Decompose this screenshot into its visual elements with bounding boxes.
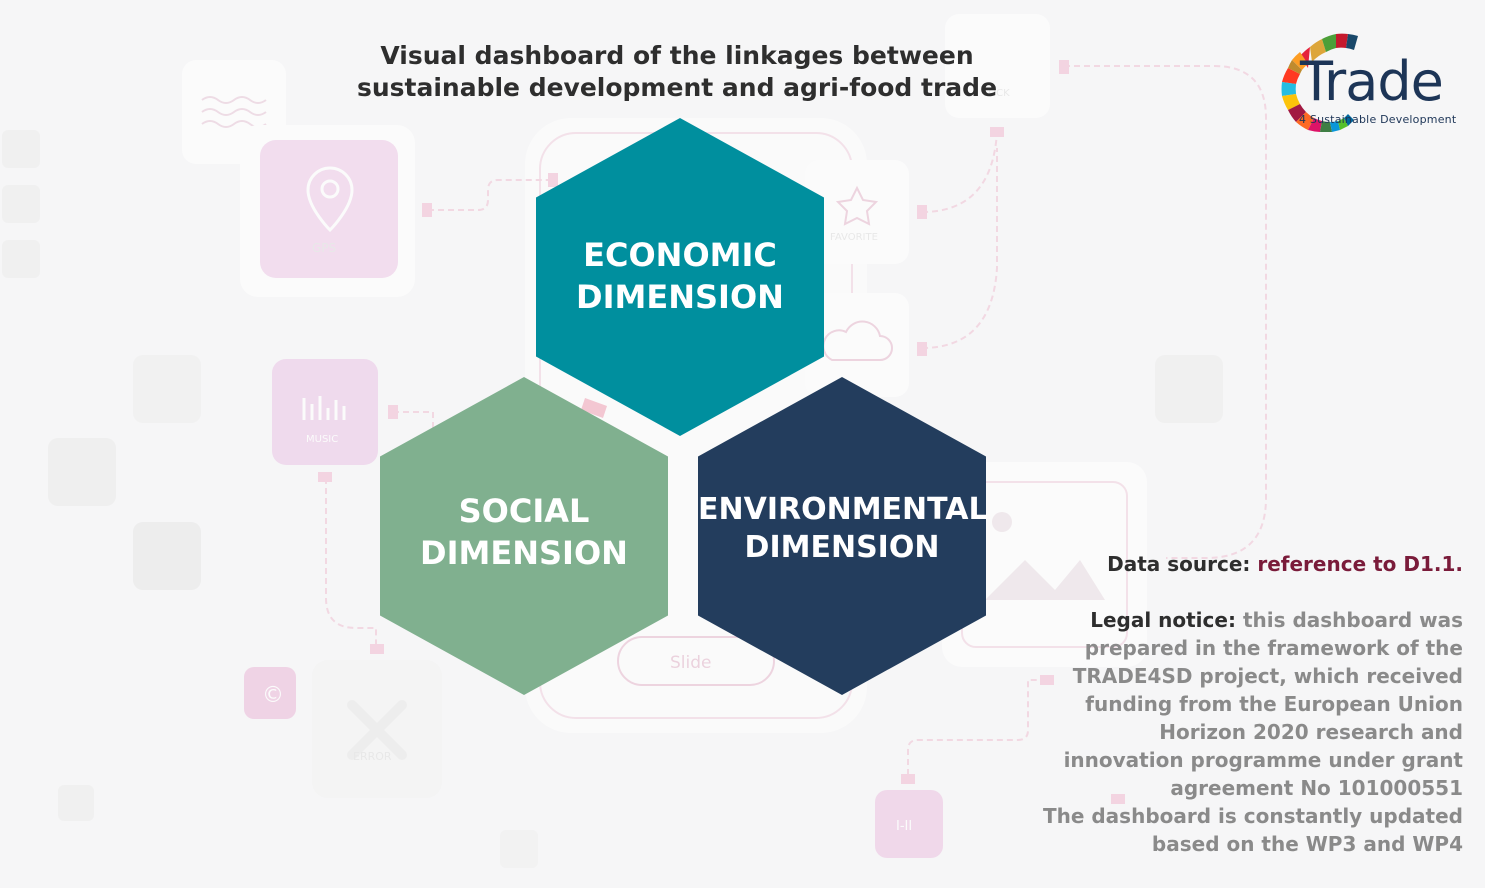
data-source-label: Data source: — [1107, 552, 1251, 576]
bg-slide-label: Slide — [670, 653, 712, 673]
page-title: Visual dashboard of the linkages between… — [356, 41, 998, 102]
logo-subtitle: 4 Sustainable Development — [1299, 113, 1457, 126]
legal-notice-text: this dashboard was prepared in the frame… — [1063, 608, 1463, 800]
data-source-note: Data source: reference to D1.1. — [1033, 550, 1463, 578]
legal-notice: Legal notice: this dashboard was prepare… — [1033, 606, 1463, 858]
bg-music-label: MUSIC — [306, 434, 338, 445]
copyright-icon: © — [262, 683, 284, 708]
sdg-wheel-icon — [1281, 33, 1358, 132]
economic-hexagon-shape — [536, 118, 824, 436]
social-dimension-button[interactable]: SOCIAL DIMENSION — [380, 377, 668, 695]
social-hexagon-shape — [380, 377, 668, 695]
bg-pause-label: I-II — [896, 819, 912, 834]
trade4sd-logo — [1281, 33, 1358, 132]
environmental-dimension-button[interactable]: ENVIRONMENTAL DIMENSION — [698, 377, 988, 695]
bg-gps-label: GPS — [312, 241, 336, 255]
logo-wordmark: Trade — [1300, 50, 1444, 113]
environmental-hexagon-shape — [698, 377, 986, 695]
update-note: The dashboard is constantly updated base… — [1042, 804, 1463, 856]
bg-lock-label: LOCK — [983, 88, 1010, 99]
data-source-link[interactable]: reference to D1.1. — [1257, 552, 1463, 576]
legal-notice-label: Legal notice: — [1090, 608, 1236, 632]
bg-error-label: ERROR — [353, 750, 392, 763]
bg-favorite-label: FAVORITE — [830, 232, 878, 243]
